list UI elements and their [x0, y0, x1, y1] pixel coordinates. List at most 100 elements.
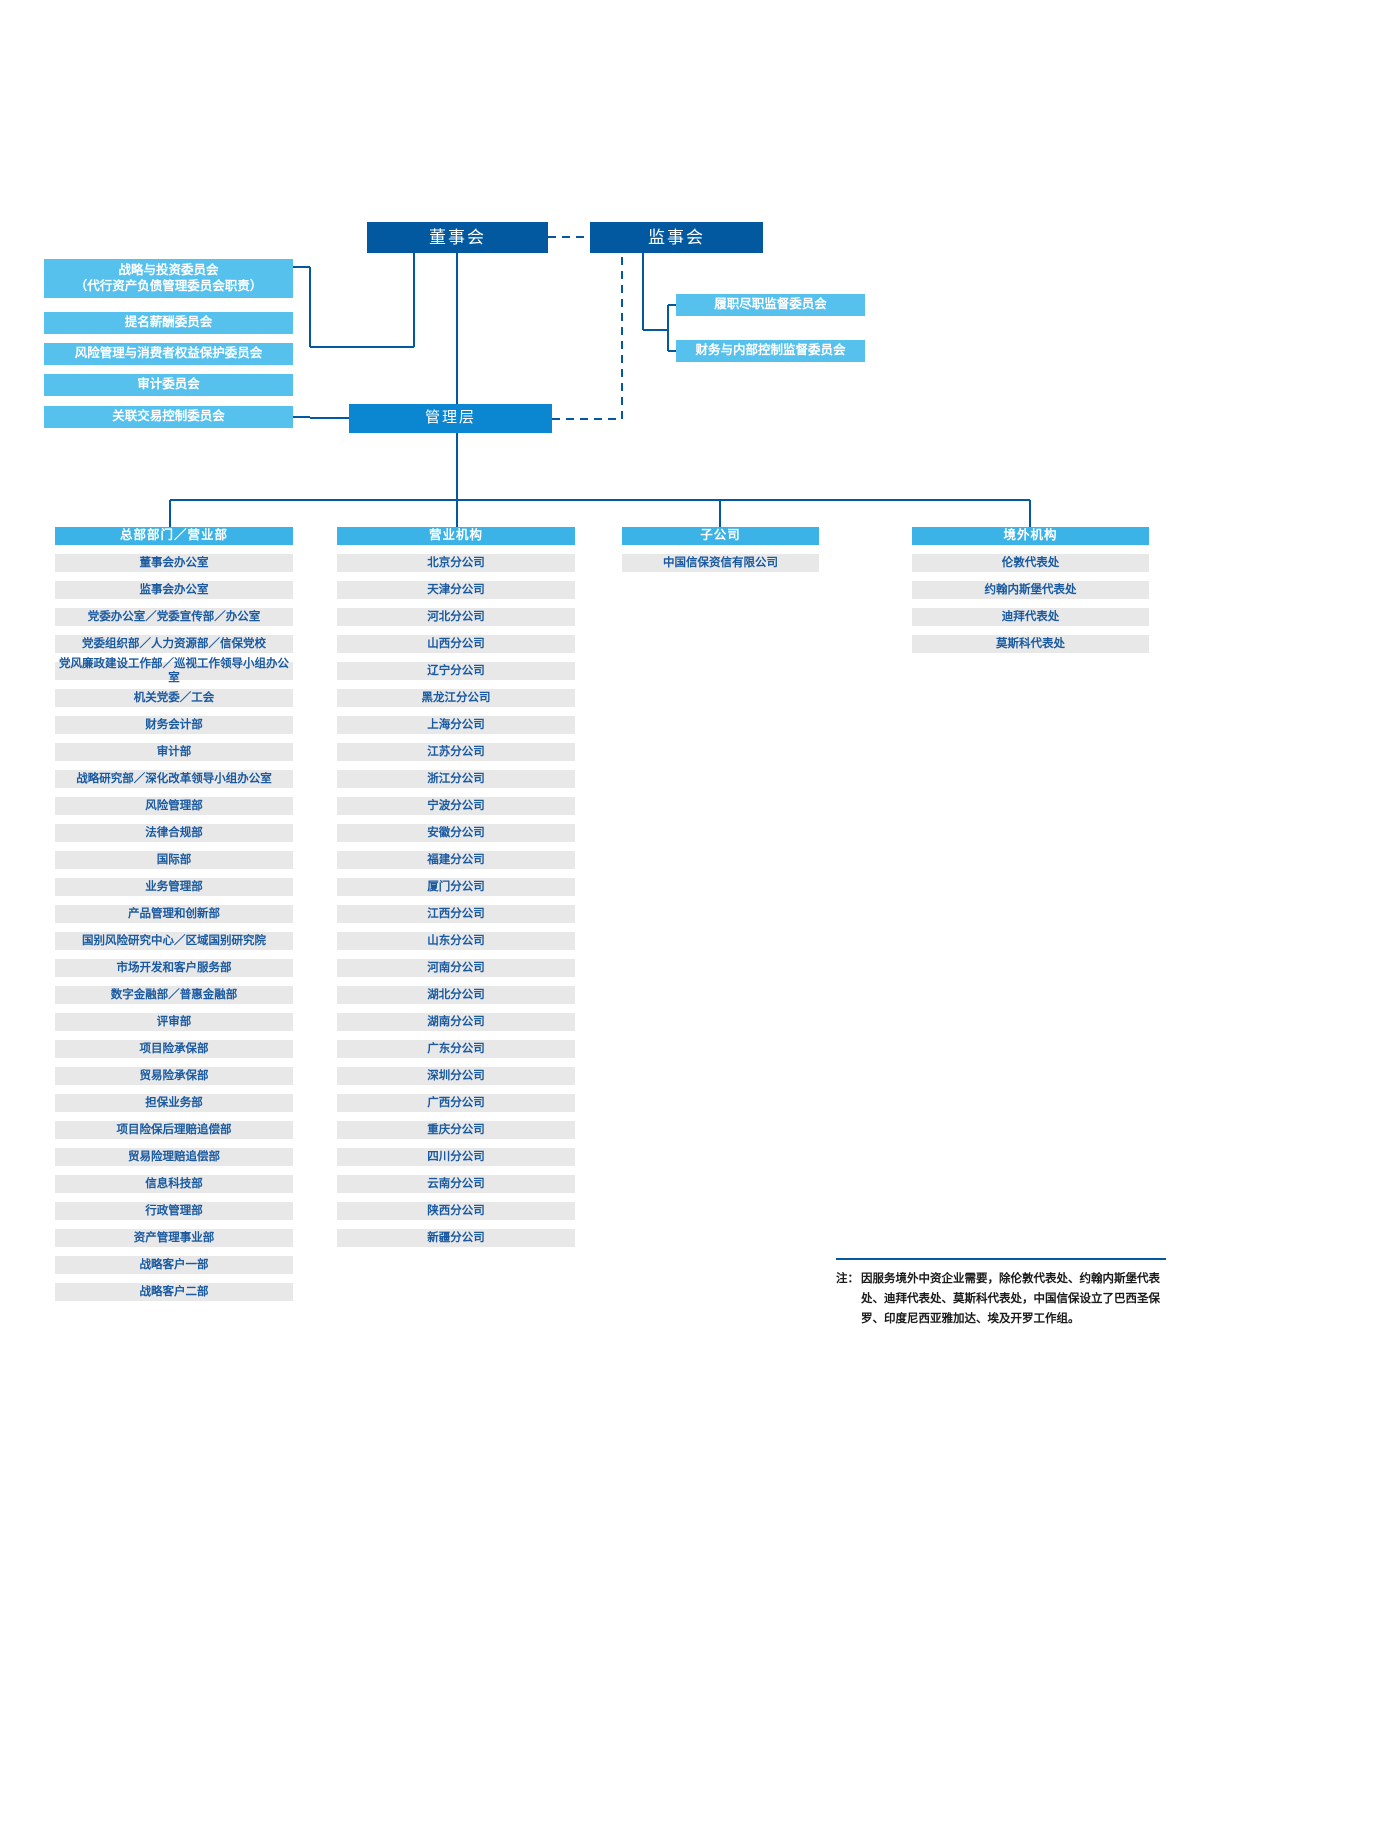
column-3-item-1[interactable]: 约翰内斯堡代表处	[912, 581, 1149, 599]
management-box[interactable]: 管理层	[349, 404, 552, 433]
column-1-item-16-label: 湖北分公司	[427, 988, 485, 1001]
column-0-item-10[interactable]: 法律合规部	[55, 824, 293, 842]
column-1-item-14[interactable]: 山东分公司	[337, 932, 575, 950]
column-1-item-17[interactable]: 湖南分公司	[337, 1013, 575, 1031]
column-1-item-18[interactable]: 广东分公司	[337, 1040, 575, 1058]
column-1-item-6[interactable]: 上海分公司	[337, 716, 575, 734]
column-0-item-7[interactable]: 审计部	[55, 743, 293, 761]
column-0-item-0[interactable]: 董事会办公室	[55, 554, 293, 572]
column-0-item-4[interactable]: 党风廉政建设工作部／巡视工作领导小组办公室	[55, 658, 293, 684]
column-0-item-25[interactable]: 资产管理事业部	[55, 1229, 293, 1247]
column-header-2[interactable]: 子公司	[622, 527, 819, 545]
column-1-item-4-label: 辽宁分公司	[427, 664, 485, 677]
board-committee-2[interactable]: 风险管理与消费者权益保护委员会	[44, 343, 293, 365]
column-0-item-15[interactable]: 市场开发和客户服务部	[55, 959, 293, 977]
column-0-item-20[interactable]: 担保业务部	[55, 1094, 293, 1112]
board-committee-3[interactable]: 审计委员会	[44, 374, 293, 396]
column-0-item-5[interactable]: 机关党委／工会	[55, 689, 293, 707]
column-0-item-11[interactable]: 国际部	[55, 851, 293, 869]
column-1-item-9-label: 宁波分公司	[427, 799, 485, 812]
column-0-item-16-label: 数字金融部／普惠金融部	[110, 988, 238, 1001]
supervisory-committee-0[interactable]: 履职尽职监督委员会	[676, 294, 865, 316]
column-1-item-20[interactable]: 广西分公司	[337, 1094, 575, 1112]
column-0-item-9-label: 风险管理部	[145, 799, 203, 812]
supervisory-board-box[interactable]: 监事会	[590, 222, 763, 253]
column-1-item-4[interactable]: 辽宁分公司	[337, 662, 575, 680]
column-header-1[interactable]: 营业机构	[337, 527, 575, 545]
column-0-item-26[interactable]: 战略客户一部	[55, 1256, 293, 1274]
footnote-divider	[836, 1258, 1166, 1260]
column-1-item-1[interactable]: 天津分公司	[337, 581, 575, 599]
column-header-2-label: 子公司	[700, 528, 741, 543]
supervisory-committee-1[interactable]: 财务与内部控制监督委员会	[676, 340, 865, 362]
board-committee-0[interactable]: 战略与投资委员会 （代行资产负债管理委员会职责）	[44, 259, 293, 298]
column-1-item-15[interactable]: 河南分公司	[337, 959, 575, 977]
column-1-item-3[interactable]: 山西分公司	[337, 635, 575, 653]
column-1-item-7-label: 江苏分公司	[427, 745, 485, 758]
column-1-item-9[interactable]: 宁波分公司	[337, 797, 575, 815]
column-1-item-10[interactable]: 安徽分公司	[337, 824, 575, 842]
board-box[interactable]: 董事会	[367, 222, 548, 253]
column-1-item-23[interactable]: 云南分公司	[337, 1175, 575, 1193]
column-0-item-10-label: 法律合规部	[145, 826, 203, 839]
column-1-item-14-label: 山东分公司	[427, 934, 485, 947]
board-committee-3-label: 审计委员会	[137, 377, 200, 392]
column-1-item-11-label: 福建分公司	[427, 853, 485, 866]
column-1-item-19[interactable]: 深圳分公司	[337, 1067, 575, 1085]
column-header-3[interactable]: 境外机构	[912, 527, 1149, 545]
column-0-item-24[interactable]: 行政管理部	[55, 1202, 293, 1220]
column-3-item-0[interactable]: 伦敦代表处	[912, 554, 1149, 572]
column-0-item-13[interactable]: 产品管理和创新部	[55, 905, 293, 923]
column-1-item-8-label: 浙江分公司	[427, 772, 485, 785]
column-0-item-1[interactable]: 监事会办公室	[55, 581, 293, 599]
board-committee-4[interactable]: 关联交易控制委员会	[44, 406, 293, 428]
column-1-item-24[interactable]: 陕西分公司	[337, 1202, 575, 1220]
column-1-item-2[interactable]: 河北分公司	[337, 608, 575, 626]
board-committee-2-label: 风险管理与消费者权益保护委员会	[74, 346, 263, 361]
column-1-item-1-label: 天津分公司	[427, 583, 485, 596]
column-3-item-3-label: 莫斯科代表处	[996, 637, 1065, 650]
column-0-item-23[interactable]: 信息科技部	[55, 1175, 293, 1193]
footnote-label: 注：	[836, 1273, 859, 1285]
column-1-item-21[interactable]: 重庆分公司	[337, 1121, 575, 1139]
column-1-item-22[interactable]: 四川分公司	[337, 1148, 575, 1166]
column-0-item-22[interactable]: 贸易险理赔追偿部	[55, 1148, 293, 1166]
column-0-item-17[interactable]: 评审部	[55, 1013, 293, 1031]
column-0-item-2[interactable]: 党委办公室／党委宣传部／办公室	[55, 608, 293, 626]
column-0-item-21[interactable]: 项目险保后理赔追偿部	[55, 1121, 293, 1139]
column-0-item-13-label: 产品管理和创新部	[128, 907, 220, 920]
column-0-item-2-label: 党委办公室／党委宣传部／办公室	[87, 610, 261, 623]
column-0-item-8[interactable]: 战略研究部／深化改革领导小组办公室	[55, 770, 293, 788]
column-1-item-12[interactable]: 厦门分公司	[337, 878, 575, 896]
column-1-item-17-label: 湖南分公司	[427, 1015, 485, 1028]
column-0-item-3[interactable]: 党委组织部／人力资源部／信保党校	[55, 635, 293, 653]
column-0-item-12[interactable]: 业务管理部	[55, 878, 293, 896]
column-header-0[interactable]: 总部部门／营业部	[55, 527, 293, 545]
column-3-item-3[interactable]: 莫斯科代表处	[912, 635, 1149, 653]
column-1-item-7[interactable]: 江苏分公司	[337, 743, 575, 761]
column-1-item-8[interactable]: 浙江分公司	[337, 770, 575, 788]
column-3-item-2[interactable]: 迪拜代表处	[912, 608, 1149, 626]
supervisory-committee-1-label: 财务与内部控制监督委员会	[695, 343, 846, 358]
column-0-item-19[interactable]: 贸易险承保部	[55, 1067, 293, 1085]
supervisory-committee-0-label: 履职尽职监督委员会	[714, 297, 827, 312]
column-0-item-27[interactable]: 战略客户二部	[55, 1283, 293, 1301]
column-1-item-16[interactable]: 湖北分公司	[337, 986, 575, 1004]
column-0-item-16[interactable]: 数字金融部／普惠金融部	[55, 986, 293, 1004]
column-0-item-18[interactable]: 项目险承保部	[55, 1040, 293, 1058]
column-0-item-9[interactable]: 风险管理部	[55, 797, 293, 815]
column-1-item-5[interactable]: 黑龙江分公司	[337, 689, 575, 707]
column-0-item-14[interactable]: 国别风险研究中心／区域国别研究院	[55, 932, 293, 950]
column-1-item-13[interactable]: 江西分公司	[337, 905, 575, 923]
column-2-item-0[interactable]: 中国信保资信有限公司	[622, 554, 819, 572]
column-1-item-11[interactable]: 福建分公司	[337, 851, 575, 869]
column-1-item-0[interactable]: 北京分公司	[337, 554, 575, 572]
column-1-item-5-label: 黑龙江分公司	[421, 691, 491, 704]
column-1-item-25[interactable]: 新疆分公司	[337, 1229, 575, 1247]
column-0-item-6[interactable]: 财务会计部	[55, 716, 293, 734]
column-header-3-label: 境外机构	[1003, 528, 1058, 543]
column-0-item-25-label: 资产管理事业部	[133, 1231, 215, 1244]
column-3-item-0-label: 伦敦代表处	[1001, 556, 1060, 569]
board-committee-1[interactable]: 提名薪酬委员会	[44, 312, 293, 334]
column-1-item-21-label: 重庆分公司	[427, 1123, 485, 1136]
